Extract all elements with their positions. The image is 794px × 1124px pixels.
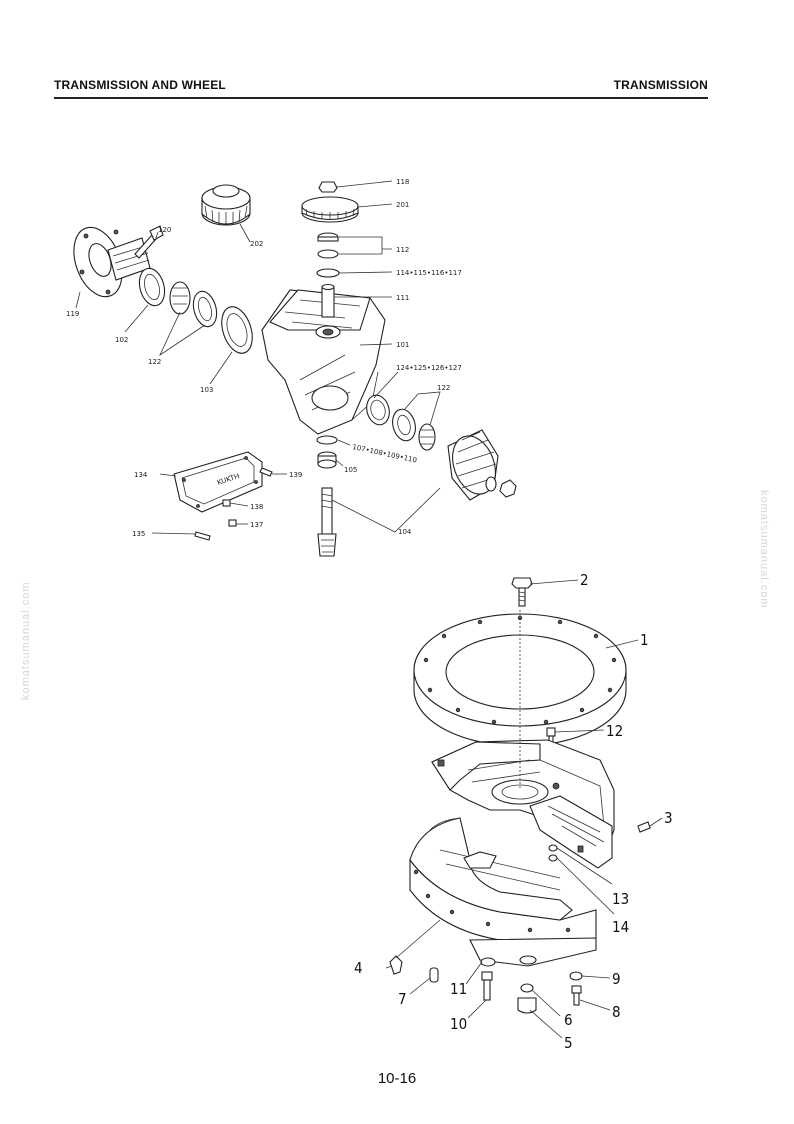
label-9: 9 (612, 970, 621, 988)
seal-124 (366, 394, 390, 426)
base-flange-lower (409, 817, 597, 967)
label-138: 138 (250, 503, 263, 511)
label-102: 102 (115, 336, 128, 344)
label-13: 13 (612, 890, 629, 908)
lower-exploded-view: 2 1 12 3 13 14 4 7 11 10 6 5 9 8 (354, 571, 673, 1052)
screws-small (194, 467, 273, 541)
label-139: 139 (289, 471, 302, 479)
washer-13 (548, 844, 558, 852)
plug-5 (517, 997, 537, 1014)
label-118: 118 (396, 178, 409, 186)
label-2: 2 (580, 571, 589, 589)
washer-107 (316, 435, 338, 445)
flange-119 (73, 226, 151, 298)
bearing-122-right (392, 408, 436, 451)
label-124: 124•125•126•127 (396, 364, 462, 372)
label-120: 120 (158, 226, 171, 234)
label-12: 12 (606, 722, 623, 740)
upper-exploded-view: KUKTH (66, 178, 517, 557)
upper-leader-lines (75, 180, 441, 535)
label-5: 5 (564, 1034, 573, 1052)
label-202: 202 (250, 240, 263, 248)
bolt-2 (511, 577, 533, 607)
gear-202 (201, 184, 251, 226)
label-119: 119 (66, 310, 79, 318)
label-114: 114•115•116•117 (396, 269, 462, 277)
pinion-shaft-104 (317, 487, 337, 557)
section-title-right: TRANSMISSION (613, 78, 708, 92)
page-number: 10-16 (377, 1070, 417, 1087)
label-111: 111 (396, 294, 409, 302)
bolt-120 (134, 225, 164, 259)
oring-6 (520, 983, 534, 993)
shaft-stack (301, 181, 359, 318)
label-6: 6 (564, 1011, 573, 1029)
label-14: 14 (612, 918, 629, 936)
bearing-122-left (169, 281, 218, 328)
washer-9 (569, 971, 583, 981)
washer-14 (548, 854, 558, 862)
header-rule (54, 97, 708, 99)
nut-118 (318, 181, 338, 193)
label-3: 3 (664, 809, 673, 827)
label-112: 112 (396, 246, 409, 254)
seal-102 (138, 267, 166, 307)
label-122-right: 122 (437, 384, 450, 392)
label-107: 107•108•109•110 (352, 443, 418, 465)
seal-103 (221, 306, 253, 354)
label-134: 134 (134, 471, 148, 479)
bolt-8 (571, 985, 582, 1006)
bearing-carrier-upper (431, 739, 615, 869)
washer-114 (316, 268, 340, 278)
label-7: 7 (398, 990, 407, 1008)
lower-leader-lines (385, 579, 663, 1039)
pin-7 (429, 967, 439, 983)
label-10: 10 (450, 1015, 467, 1033)
nut-right (499, 479, 517, 498)
label-8: 8 (612, 1003, 621, 1021)
label-104: 104 (398, 528, 412, 536)
section-title-left: TRANSMISSION AND WHEEL (54, 78, 226, 92)
label-137: 137 (250, 521, 263, 529)
washer-11 (480, 957, 496, 967)
gearbox-case-101 (261, 289, 386, 435)
label-122-left: 122 (148, 358, 161, 366)
screw-3 (637, 821, 651, 833)
label-103: 103 (200, 386, 213, 394)
label-4: 4 (354, 959, 363, 977)
bevel-gear-104 (447, 429, 517, 501)
label-1: 1 (640, 631, 649, 649)
label-105: 105 (344, 466, 357, 474)
bolt-10 (481, 971, 493, 1001)
fitting-4 (389, 955, 403, 975)
label-135: 135 (132, 530, 145, 538)
label-201: 201 (396, 201, 409, 209)
label-11: 11 (450, 980, 467, 998)
cover-plate-134: KUKTH (173, 451, 263, 513)
label-101: 101 (396, 341, 409, 349)
